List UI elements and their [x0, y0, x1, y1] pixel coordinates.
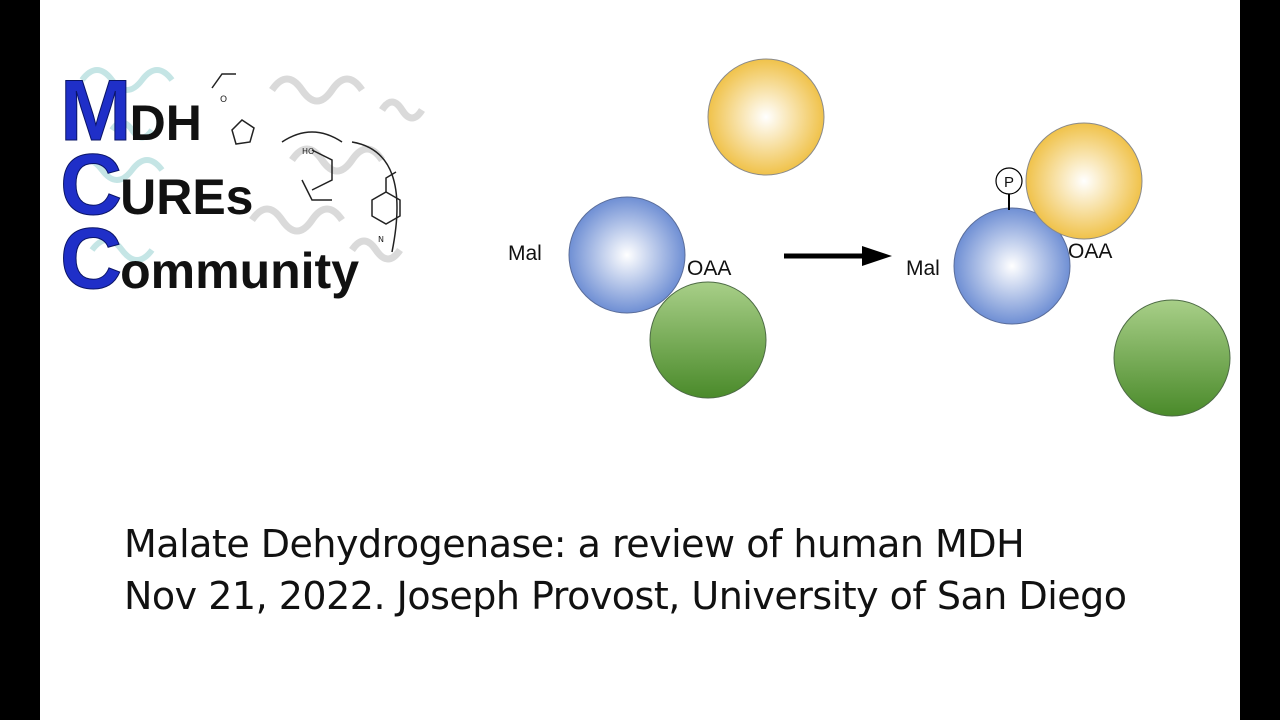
logo-line-mdh: MDH: [60, 68, 202, 155]
left-green-sphere: [649, 281, 767, 399]
logo-text-ures: UREs: [120, 169, 254, 225]
left-blue-sphere: [568, 196, 686, 314]
logo-text-ommunity: ommunity: [120, 243, 360, 299]
right-label-oaa: OAA: [1068, 240, 1112, 263]
left-yellow-sphere: [707, 58, 825, 176]
logo-initial-m: M: [60, 63, 133, 159]
mdh-cures-community-logo: O HO N MDH CUREs Community: [52, 50, 452, 310]
left-label-mal: Mal: [508, 242, 542, 265]
svg-text:N: N: [378, 235, 384, 244]
logo-initial-c1: C: [59, 137, 122, 233]
logo-line-community: Community: [59, 216, 360, 303]
right-label-mal: Mal: [906, 257, 940, 280]
logo-initial-c2: C: [59, 211, 122, 307]
slide-caption: Malate Dehydrogenase: a review of human …: [124, 518, 1127, 622]
right-green-sphere: [1113, 299, 1231, 417]
right-yellow-sphere: [1025, 122, 1143, 240]
svg-text:O: O: [220, 95, 227, 105]
phosphate-circle: [995, 167, 1023, 195]
caption-date-author: Nov 21, 2022. Joseph Provost, University…: [124, 574, 1127, 618]
protein-structure-illustration: O HO N: [69, 67, 425, 263]
slide: O HO N MDH CUREs Community Mal: [40, 0, 1240, 720]
svg-text:HO: HO: [302, 147, 314, 156]
right-blue-sphere: [953, 207, 1071, 325]
logo-line-cures: CUREs: [59, 142, 254, 229]
caption-title: Malate Dehydrogenase: a review of human …: [124, 522, 1025, 566]
phosphate-label: P: [1004, 174, 1014, 191]
logo-text-dh: DH: [129, 95, 202, 151]
left-label-oaa: OAA: [687, 257, 731, 280]
mdh-binding-diagram: Mal OAA P Mal OAA: [508, 58, 1231, 417]
reaction-arrow: [784, 246, 892, 266]
